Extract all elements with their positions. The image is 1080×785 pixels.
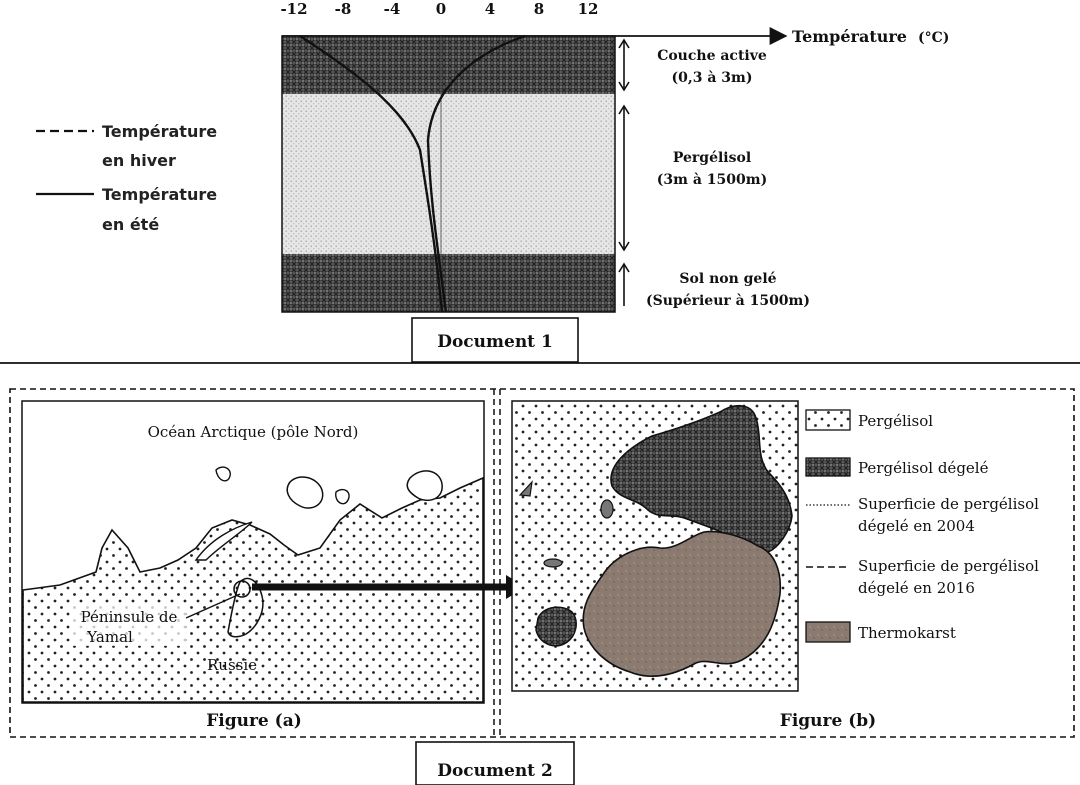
legend-area-2004-line1: Superficie de pergélisol: [858, 495, 1039, 513]
russia-label: Russie: [207, 656, 257, 674]
tick-label: 0: [436, 0, 446, 18]
figure-b-legend: Pergélisol Pergélisol dégelé Superficie …: [805, 409, 1039, 643]
figure-a-caption: Figure (a): [206, 711, 302, 731]
thawed-permafrost-patch: [535, 606, 577, 647]
document-2-caption: Document 2: [437, 761, 553, 781]
legend-area-2016-line1: Superficie de pergélisol: [858, 557, 1039, 575]
legend-permafrost: Pergélisol: [858, 412, 933, 430]
island-shape: [215, 466, 231, 482]
document-2: Océan Arctique (pôle Nord) Péninsule de …: [9, 388, 1075, 785]
document-1-caption: Document 1: [437, 332, 553, 352]
permafrost-label: Pergélisol: [673, 150, 751, 166]
legend-area-2004-line2: dégelé en 2004: [858, 517, 975, 535]
tick-label: -8: [335, 0, 352, 18]
legend-winter-line2: en hiver: [102, 151, 176, 170]
tick-label: 8: [534, 0, 544, 18]
active-layer-label: Couche active: [657, 48, 767, 64]
figure-b-map: [511, 400, 799, 692]
legend-summer-line2: en été: [102, 215, 159, 234]
temperature-axis-ticks: -12 -8 -4 0 4 8 12: [280, 0, 598, 18]
document-1-legend: Température en hiver Température en été: [36, 122, 217, 234]
island-shape: [335, 488, 350, 505]
document-1: -12 -8 -4 0 4 8 12 Température (°C): [36, 0, 949, 363]
permafrost-range: (3m à 1500m): [657, 172, 767, 188]
legend-swatch-thermokarst: [805, 621, 851, 643]
permafrost-band: [282, 94, 615, 254]
thawed-permafrost-area: [610, 405, 793, 554]
small-lake: [518, 480, 533, 497]
small-lake: [600, 499, 614, 519]
active-layer-range: (0,3 à 3m): [672, 70, 753, 86]
island-shape: [406, 470, 443, 502]
thermokarst-area: [582, 530, 782, 677]
unfrozen-soil-band: [282, 254, 615, 312]
figure-a-map: Océan Arctique (pôle Nord) Péninsule de …: [21, 400, 526, 704]
legend-area-2016-line2: dégelé en 2016: [858, 579, 975, 597]
tick-label: 12: [578, 0, 599, 18]
figure-b-caption: Figure (b): [780, 711, 876, 731]
peninsula-label-line1: Péninsule de: [81, 608, 178, 626]
winter-temperature-curve: [299, 34, 444, 313]
axis-unit: (°C): [918, 30, 949, 46]
document-2-caption-box: [415, 741, 575, 785]
yamal-marker-circle: [233, 580, 251, 598]
island-shape: [286, 476, 324, 509]
axis-title: Température: [792, 27, 907, 46]
legend-swatch-permafrost: [805, 409, 851, 431]
peninsula-label-backdrop: [72, 606, 186, 646]
unfrozen-soil-label: Sol non gelé: [679, 271, 776, 287]
yamal-leader-line: [185, 593, 241, 619]
yamal-peninsula-shape: [227, 577, 264, 638]
legend-winter-line1: Température: [102, 122, 217, 141]
small-lake: [543, 558, 563, 568]
tick-label: -12: [280, 0, 307, 18]
legend-thawed-permafrost: Pergélisol dégelé: [858, 459, 989, 477]
tick-label: 4: [485, 0, 495, 18]
document-2-outer-frame: [9, 388, 1075, 738]
soil-column-frame: [281, 35, 616, 313]
island-shape: [194, 521, 253, 561]
summer-temperature-curve: [426, 34, 526, 313]
legend-summer-line1: Température: [102, 185, 217, 204]
tick-label: -4: [384, 0, 401, 18]
ocean-label: Océan Arctique (pôle Nord): [148, 423, 359, 441]
unfrozen-soil-range: (Supérieur à 1500m): [646, 293, 810, 309]
legend-swatch-thawed: [805, 457, 851, 477]
document-1-caption-box: [411, 317, 579, 363]
active-layer-band: [282, 36, 615, 94]
depth-arrows: [618, 38, 630, 306]
legend-thermokarst: Thermokarst: [858, 624, 956, 642]
peninsula-label-line2: Yamal: [86, 628, 133, 646]
